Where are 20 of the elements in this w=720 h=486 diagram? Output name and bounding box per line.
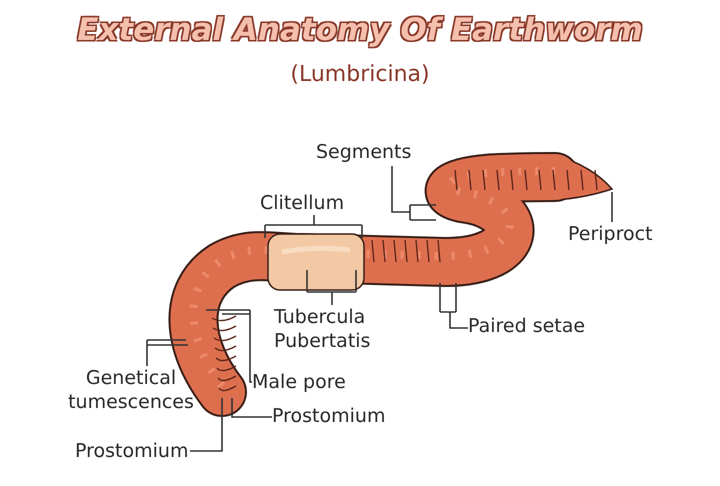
part-label: Genetical tumescences (58, 366, 204, 414)
leader-line (190, 398, 223, 452)
part-label: Prostomium (272, 404, 386, 428)
leader-line (391, 165, 437, 221)
leader-line (611, 192, 613, 222)
leader-line (439, 282, 469, 329)
part-label: Tubercula Pubertatis (274, 305, 402, 353)
part-label: Segments (316, 140, 412, 164)
subtitle: (Lumbricina) (290, 62, 430, 87)
leader-line (146, 339, 189, 367)
part-label: Paired setae (468, 314, 586, 338)
leader-line (231, 398, 272, 418)
part-label: Periproct (568, 222, 653, 246)
title: External Anatomy Of Earthworm (77, 12, 643, 48)
leader-line (306, 269, 357, 306)
leader-line (205, 309, 253, 383)
part-label: Prostomium (75, 439, 188, 463)
part-label: Clitellum (260, 191, 344, 215)
leader-line (264, 214, 363, 239)
part-label: Male pore (252, 370, 346, 394)
